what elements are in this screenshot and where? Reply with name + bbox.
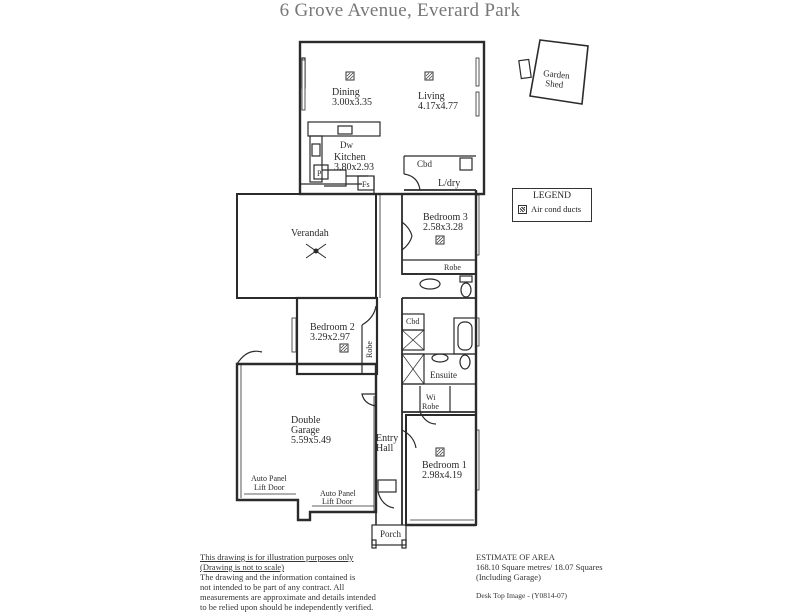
dining-size: 3.00x3.35 xyxy=(332,97,372,108)
area-line-1: 168.10 Square metres/ 18.07 Squares xyxy=(476,562,603,572)
garage-size: 5.59x5.49 xyxy=(291,435,331,446)
plan-title: 6 Grove Avenue, Everard Park xyxy=(279,0,521,21)
wirobe-label-1: Wi xyxy=(426,393,436,402)
area-heading: ESTIMATE OF AREA xyxy=(476,552,555,562)
auto-door-right-label-2: Lift Door xyxy=(322,497,353,506)
kitchen-label: Kitchen xyxy=(334,152,366,163)
porch-outline xyxy=(371,524,407,546)
disclaimer-line-2: (Drawing is not to scale) xyxy=(200,562,285,572)
pantry xyxy=(313,164,329,180)
disclaimer-line-5: measurements are approximate and details… xyxy=(200,592,376,602)
bedroom3-label: Bedroom 3 xyxy=(423,212,468,223)
disclaimer-line-6: to be relied upon should be independentl… xyxy=(200,602,374,612)
shed-label-1: Garden xyxy=(543,68,571,81)
wirobe-label-2: Robe xyxy=(422,402,439,411)
air-cond-duct-markers xyxy=(339,71,445,457)
bedroom1-size: 2.98x4.19 xyxy=(422,470,462,481)
disclaimer-line-1: This drawing is for illustration purpose… xyxy=(200,552,354,562)
garage-label-2: Garage xyxy=(291,425,320,436)
living-label: Living xyxy=(418,91,445,102)
disclaimer-line-4: not intended to be part of any contract.… xyxy=(200,582,345,592)
disclaimer-line-3: The drawing and the information containe… xyxy=(200,572,356,582)
cupboard-laundry-label: Cbd xyxy=(417,159,433,169)
garage-label-1: Double xyxy=(291,415,321,426)
living-size: 4.17x4.77 xyxy=(418,101,458,112)
bedroom2-label: Bedroom 2 xyxy=(310,322,355,333)
verandah-outline xyxy=(236,193,377,299)
disclaimer: This drawing is for illustration purpose… xyxy=(200,552,376,612)
legend-item-label: Air cond ducts xyxy=(531,204,582,214)
auto-door-left-label-1: Auto Panel xyxy=(251,474,288,483)
pantry-label: P xyxy=(317,169,322,178)
dining-label: Dining xyxy=(332,87,360,98)
fridge-space-label: Fs xyxy=(362,180,370,189)
area-estimate: ESTIMATE OF AREA 168.10 Square metres/ 1… xyxy=(476,552,603,601)
porch-label: Porch xyxy=(380,529,401,539)
entry-label-2: Hall xyxy=(376,443,393,454)
bedroom2-size: 3.29x2.97 xyxy=(310,332,350,343)
air-cond-duct-icon xyxy=(518,204,527,214)
auto-door-right-label-1: Auto Panel xyxy=(320,489,357,498)
entry-label-1: Entry xyxy=(376,433,398,444)
ceiling-fan-icon xyxy=(305,243,327,259)
area-line-2: (Including Garage) xyxy=(476,572,541,582)
garden-shed-outline xyxy=(518,39,589,105)
legend-row: Air cond ducts xyxy=(518,204,591,214)
bedroom1-outline xyxy=(405,414,477,526)
bedroom1-label: Bedroom 1 xyxy=(422,460,467,471)
dishwasher-label: Dw xyxy=(340,140,353,150)
robe-bedroom2-label: Robe xyxy=(365,341,374,358)
kitchen-bench xyxy=(307,121,381,137)
shed-label-2: Shed xyxy=(545,78,564,90)
bedroom3-size: 2.58x3.28 xyxy=(423,222,463,233)
legend: LEGEND Air cond ducts xyxy=(512,188,592,222)
legend-title: LEGEND xyxy=(533,191,571,201)
cupboard-bath-label: Cbd xyxy=(406,317,419,326)
laundry-label: L/dry xyxy=(438,178,460,189)
bedroom3-outline xyxy=(401,193,477,275)
bath xyxy=(453,317,477,355)
bedroom2-outline xyxy=(295,296,379,376)
kitchen-size: 3.80x2.93 xyxy=(334,162,374,173)
ensuite-label: Ensuite xyxy=(430,370,457,380)
verandah-label: Verandah xyxy=(291,228,329,239)
auto-door-left-label-2: Lift Door xyxy=(254,483,285,492)
robe-bedroom3-label: Robe xyxy=(444,263,461,272)
image-credit: Desk Top Image - (Y0814-07) xyxy=(476,591,567,600)
outer-wall-top-block xyxy=(298,40,486,196)
